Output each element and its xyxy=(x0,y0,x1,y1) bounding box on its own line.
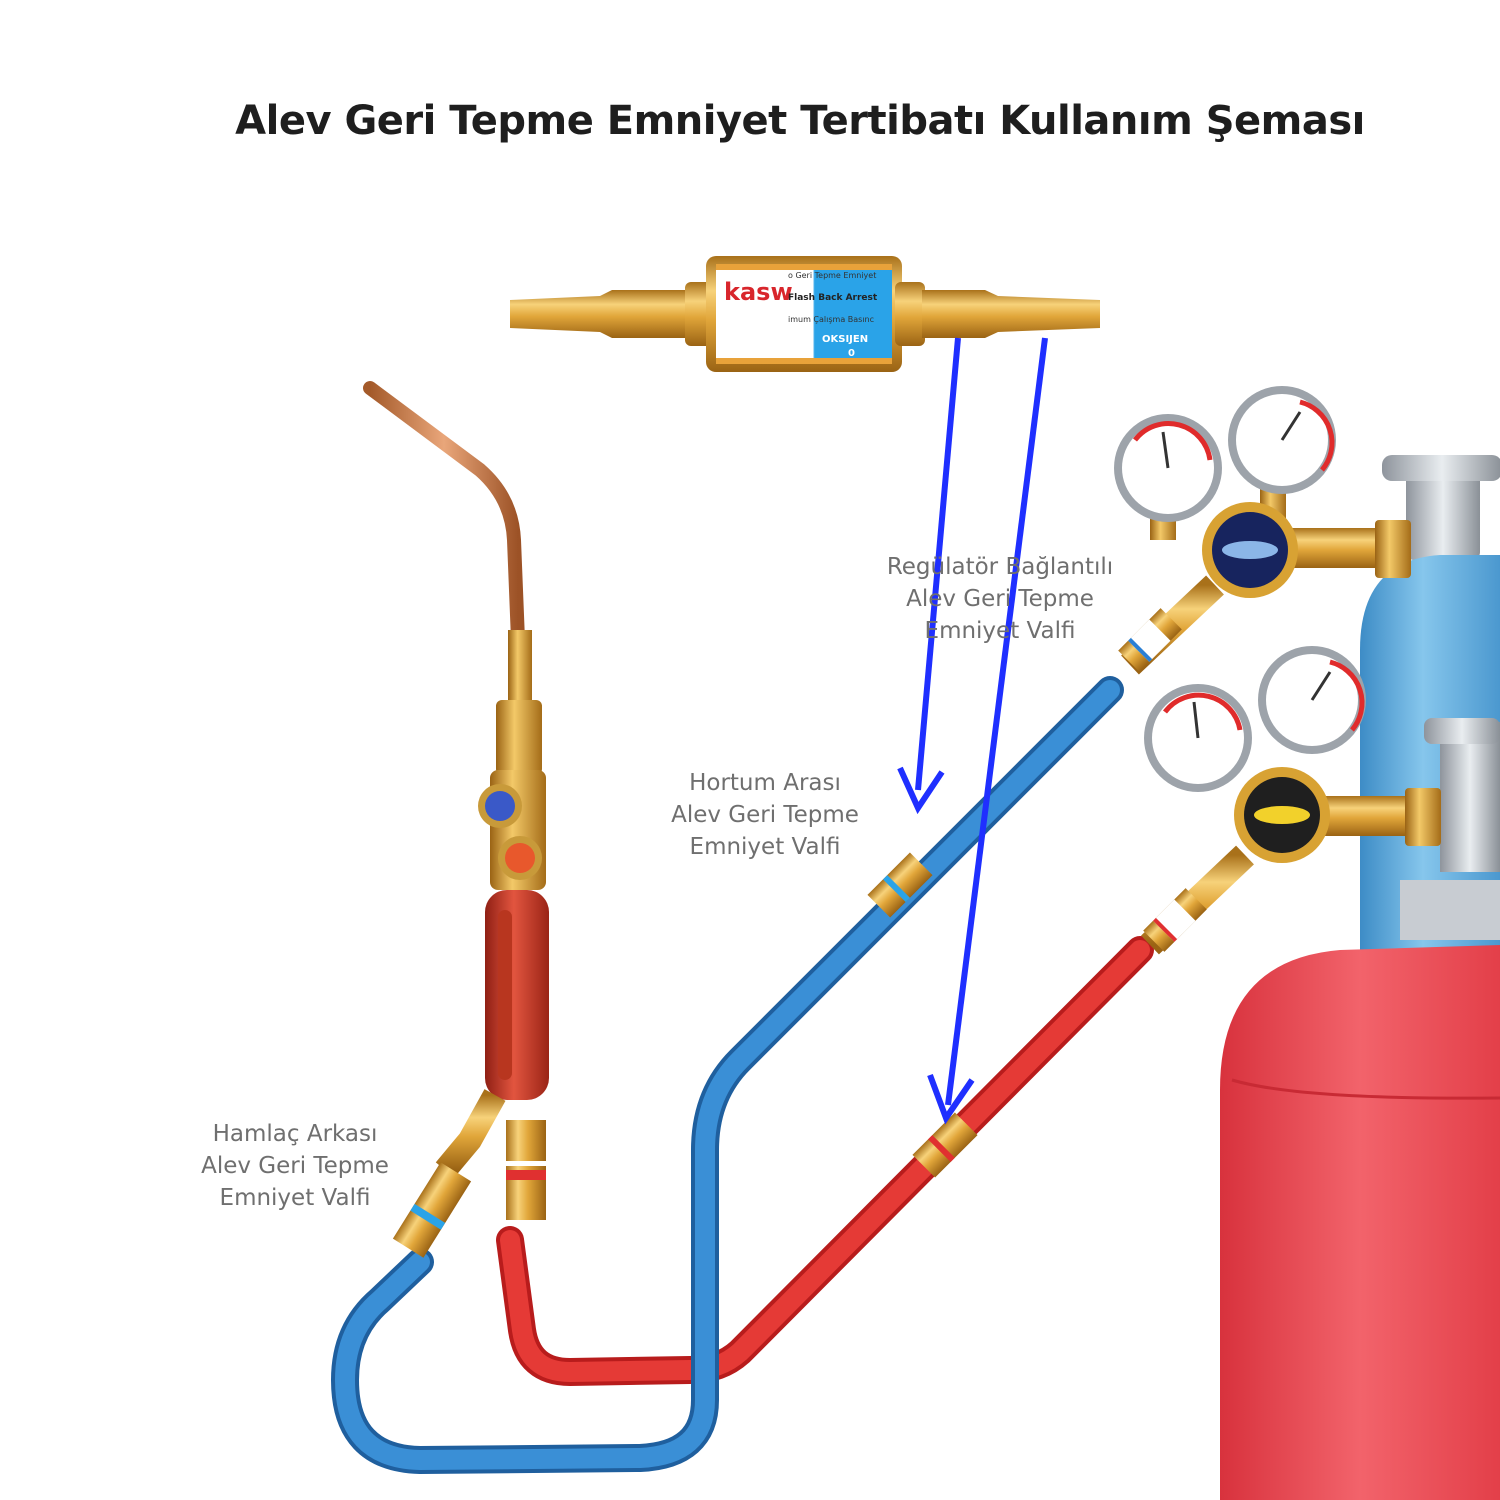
callout-line: Hamlaç Arkası xyxy=(212,1121,378,1147)
device-label-line3: imum Çalışma Basınc xyxy=(788,315,874,324)
callout-line: Alev Geri Tepme xyxy=(201,1153,389,1179)
callout-line: Hortum Arası xyxy=(689,770,841,796)
device-pressure-label: 0 xyxy=(848,348,855,359)
device-label-line1: o Geri Tepme Emniyet xyxy=(788,271,876,280)
callout-regulator-valve: Regülatör Bağlantılı Alev Geri Tepme Emn… xyxy=(860,551,1140,647)
pressure-gauge-icon xyxy=(1114,414,1222,522)
fuel-cylinder xyxy=(1220,945,1500,1500)
welding-torch xyxy=(363,381,549,1230)
pressure-gauge-icon xyxy=(1144,684,1252,792)
torch-flashback-valve-oxygen xyxy=(392,1162,472,1258)
device-label-line2: Flash Back Arrest xyxy=(788,293,878,303)
oxygen-hose xyxy=(331,676,1124,1474)
fuel-knob-icon xyxy=(505,843,535,873)
flashback-arrestor-device: kasw o Geri Tepme Emniyet Flash Back Arr… xyxy=(510,256,1100,372)
callout-line: Alev Geri Tepme xyxy=(906,586,1094,612)
callout-line: Emniyet Valfi xyxy=(924,618,1076,644)
pressure-gauge-icon xyxy=(1258,646,1366,754)
arrow-head-icon xyxy=(927,1073,975,1125)
torch-flashback-valve-fuel xyxy=(506,1120,546,1220)
arrow-to-hose-valve-oxygen xyxy=(915,337,961,791)
arrow-to-hose-valve-fuel xyxy=(945,337,1048,1106)
device-brand: kasw xyxy=(724,278,793,306)
callout-hose-valve: Hortum Arası Alev Geri Tepme Emniyet Val… xyxy=(650,767,880,863)
pressure-gauge-icon xyxy=(1228,386,1336,494)
hose-flashback-valve-oxygen xyxy=(867,852,933,918)
fuel-cylinder-valve xyxy=(1400,718,1500,940)
pointer-arrows xyxy=(897,337,1048,1125)
device-gas-label: OKSIJEN xyxy=(822,334,868,345)
callout-torch-valve: Hamlaç Arkası Alev Geri Tepme Emniyet Va… xyxy=(180,1118,410,1214)
callout-line: Alev Geri Tepme xyxy=(671,802,859,828)
hose-flashback-valve-fuel xyxy=(912,1112,978,1178)
fuel-hose xyxy=(496,936,1154,1386)
callout-line: Regülatör Bağlantılı xyxy=(886,554,1114,580)
diagram-title: Alev Geri Tepme Emniyet Tertibatı Kullan… xyxy=(235,98,1365,144)
fuel-regulator xyxy=(1141,646,1441,955)
oxygen-knob-icon xyxy=(485,791,515,821)
callout-line: Emniyet Valfi xyxy=(689,834,841,860)
arrow-head-icon xyxy=(897,766,945,815)
callout-line: Emniyet Valfi xyxy=(219,1185,371,1211)
